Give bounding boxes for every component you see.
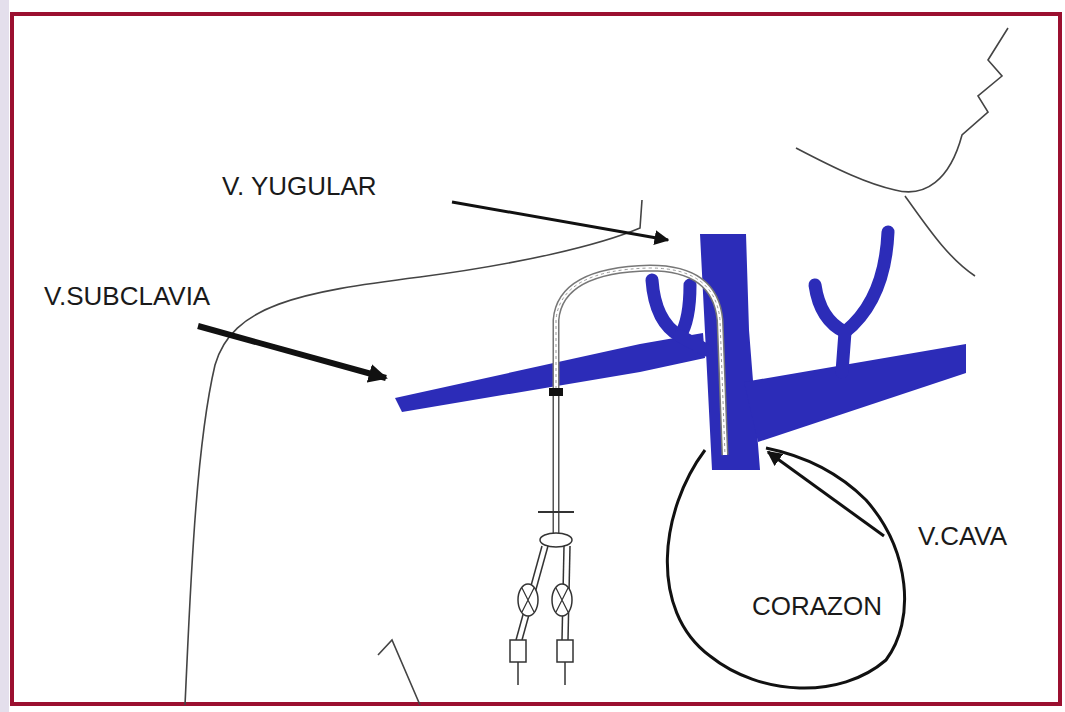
vein-label: V.CAVA (918, 522, 1007, 551)
body-outline (185, 28, 1008, 705)
catheter (510, 268, 725, 685)
vein-branches (652, 232, 888, 372)
frame (12, 14, 1060, 704)
node-text: CORAZON (752, 592, 882, 621)
subclavian-vein (395, 333, 705, 412)
side-strip (0, 0, 9, 712)
vein-label: V. YUGULAR (222, 172, 377, 201)
heart-outline (640, 420, 930, 704)
leader-arrows (198, 202, 884, 536)
brachiocephalic-vein (744, 344, 966, 442)
heart-shape: CORAZON (640, 420, 930, 704)
vein-label: V.SUBCLAVIA (44, 282, 210, 311)
heart-outline-path (667, 448, 904, 688)
